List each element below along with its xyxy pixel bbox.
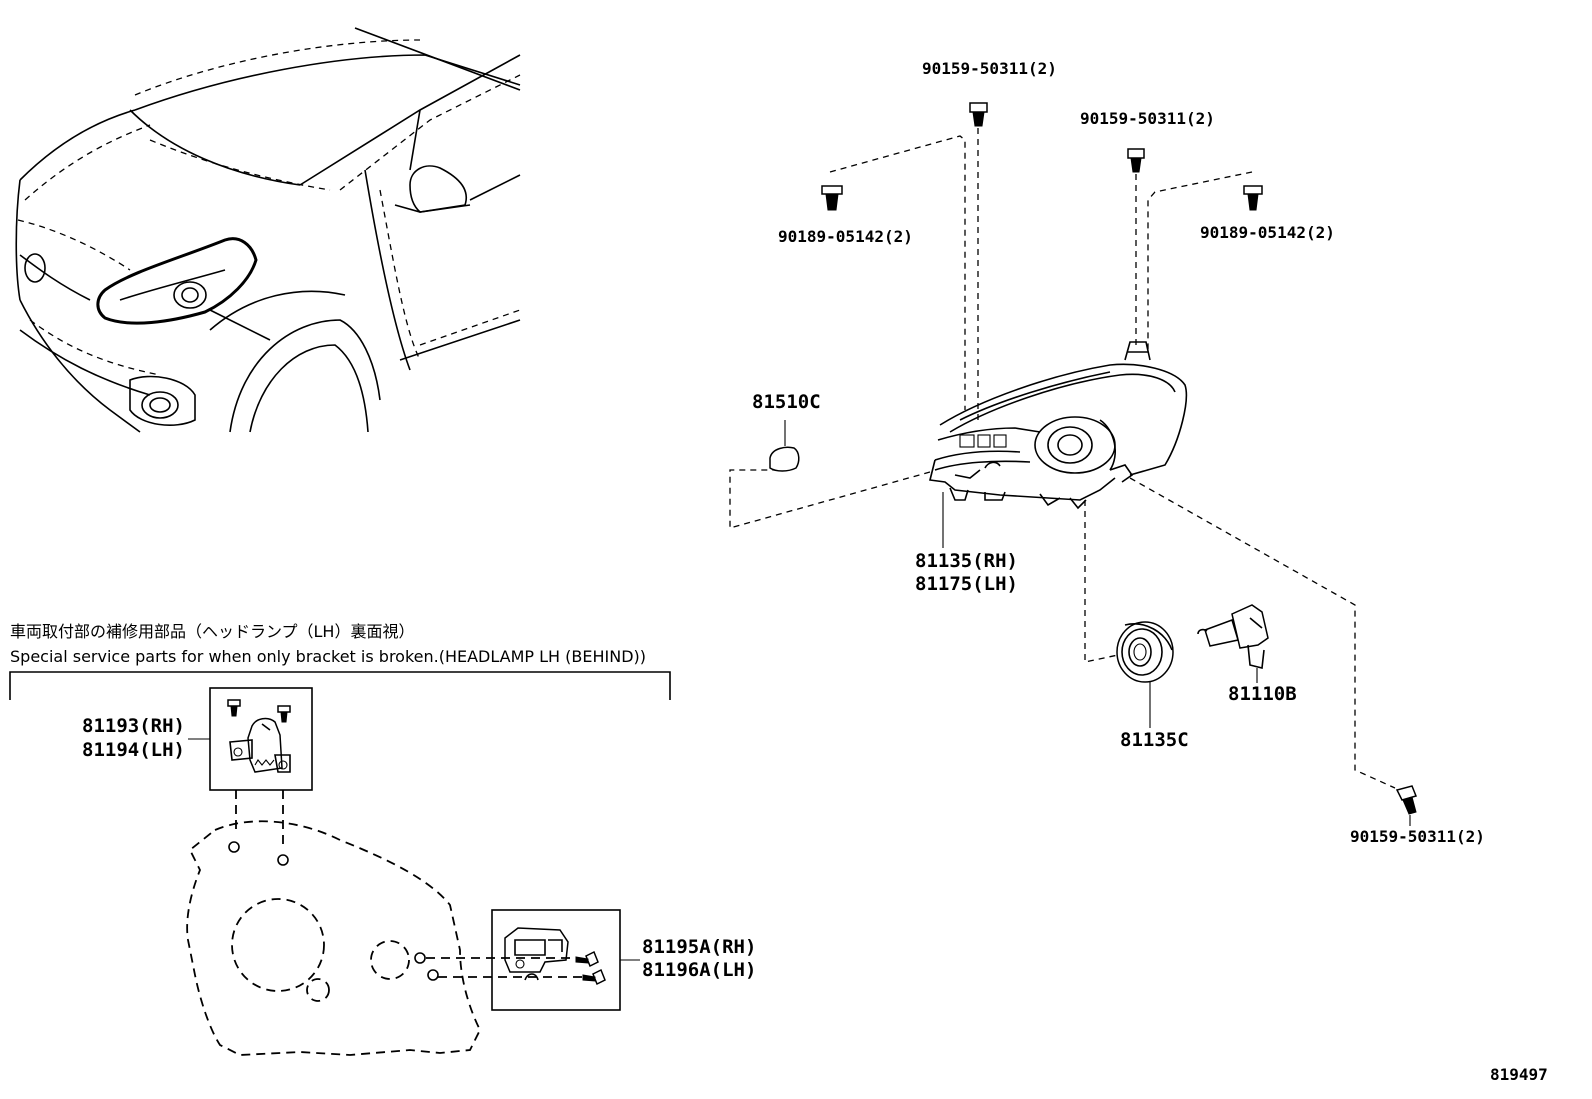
part-label-81175-lh: 81175(LH) (915, 573, 1018, 595)
service-note-english: Special service parts for when only brac… (10, 647, 646, 666)
part-label-90159-top-right: 90159-50311(2) (1080, 109, 1215, 128)
part-label-81195a-rh: 81195A(RH) (642, 936, 756, 958)
service-bracket-frame (9, 671, 671, 700)
bracket-81195a-box (491, 909, 640, 1011)
bolt-90159-top-center (969, 102, 988, 420)
part-label-90189-left: 90189-05142(2) (778, 227, 913, 246)
part-label-81193-rh: 81193(RH) (82, 715, 185, 737)
leader-bolt-bottom (1129, 477, 1396, 789)
part-label-81196a-lh: 81196A(LH) (642, 959, 756, 981)
part-label-81135-rh: 81135(RH) (915, 550, 1018, 572)
part-label-81110b: 81110B (1228, 683, 1297, 705)
part-label-90159-top: 90159-50311(2) (922, 59, 1057, 78)
diagram-id: 819497 (1490, 1065, 1548, 1084)
bulb-81110b (1197, 604, 1269, 683)
cap-81510c (769, 420, 800, 472)
leader-cap (729, 469, 931, 529)
part-label-81194-lh: 81194(LH) (82, 739, 185, 761)
part-label-81510c: 81510C (752, 391, 821, 413)
part-label-81135c: 81135C (1120, 729, 1189, 751)
bracket-81193-box (188, 687, 313, 791)
part-label-90159-bottom: 90159-50311(2) (1350, 827, 1485, 846)
headlamp-rear-outline (186, 820, 482, 1056)
clip-90189-right (1147, 171, 1263, 350)
car-illustration (15, 27, 521, 433)
bolt-90159-top-right (1127, 148, 1145, 345)
leader-cover (1084, 500, 1119, 663)
part-label-90189-right: 90189-05142(2) (1200, 223, 1335, 242)
service-note-japanese: 車両取付部の補修用部品（ヘッドランプ（LH）裏面視） (10, 622, 414, 641)
cover-81135c (1116, 621, 1174, 728)
bolt-90159-bottom-right (1395, 785, 1418, 826)
clip-90189-left (821, 135, 966, 410)
headlamp-assembly (929, 341, 1188, 510)
